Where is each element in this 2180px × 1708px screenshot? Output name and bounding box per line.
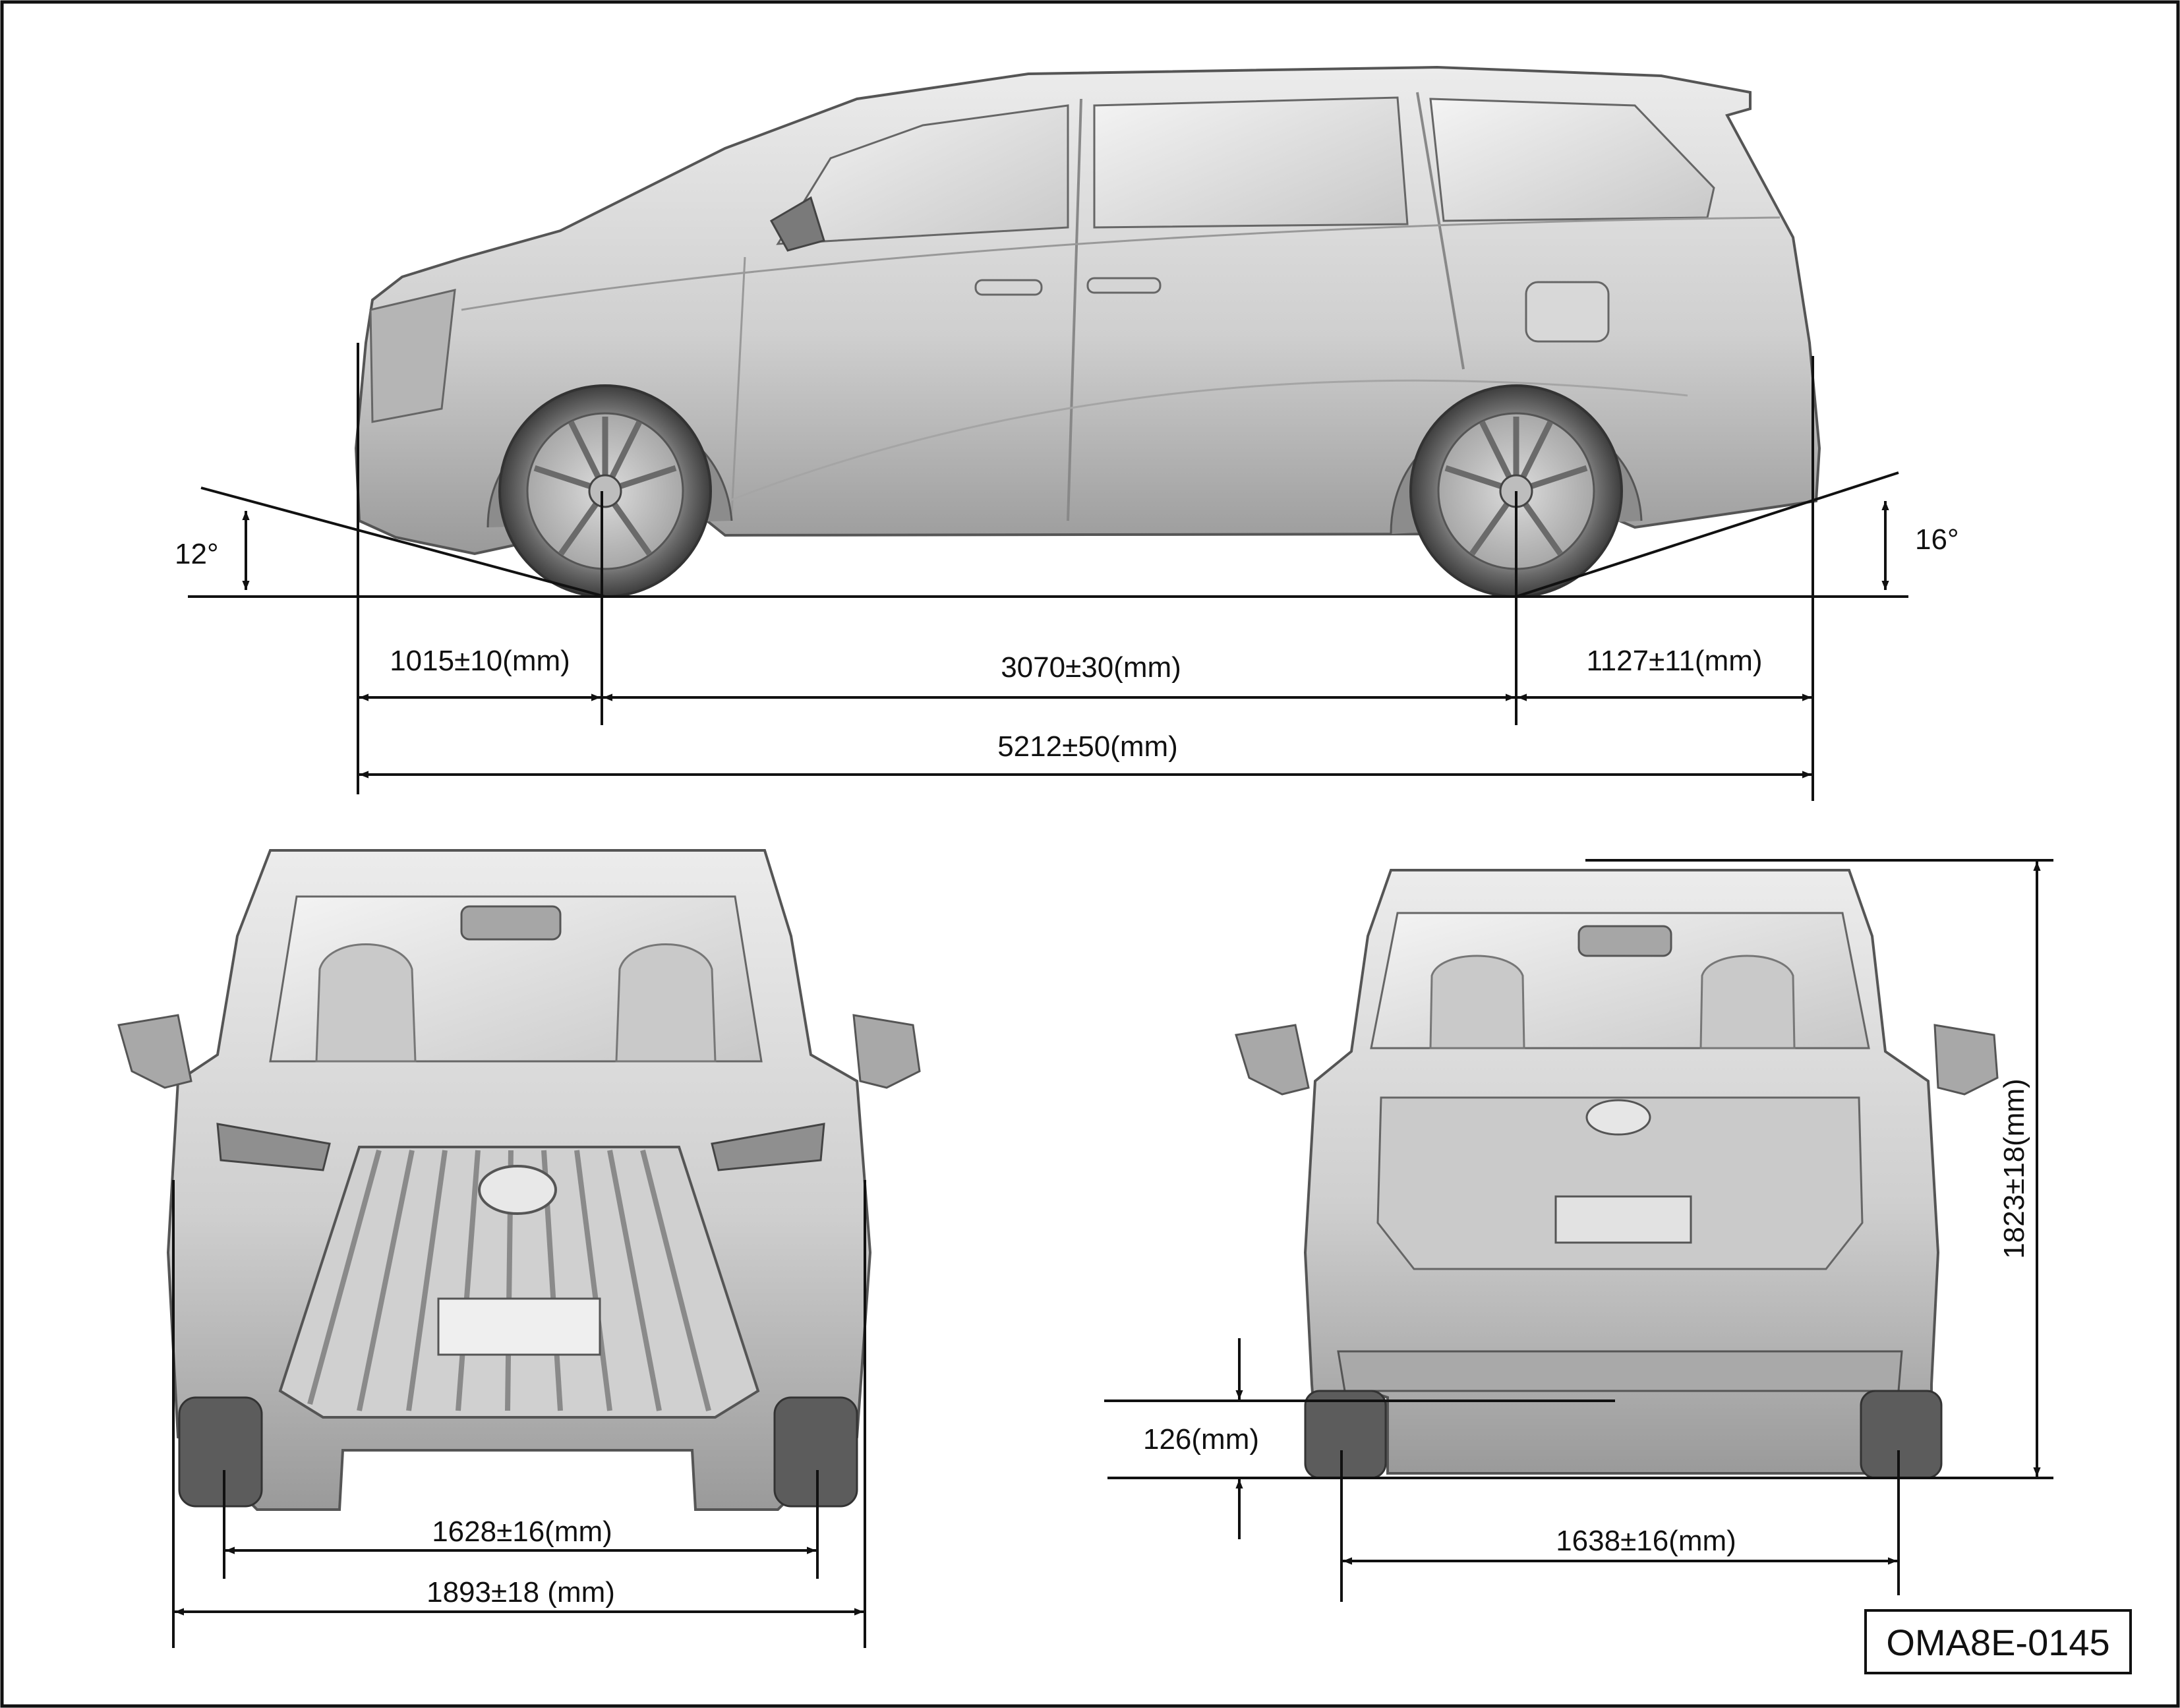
- side-b-pillar: [1067, 98, 1082, 521]
- rear-mirror-right: [1933, 1024, 1999, 1096]
- front-logo-badge: [478, 1165, 557, 1215]
- ground-clearance-label: 126(mm): [1143, 1423, 1259, 1456]
- side-headlight: [369, 289, 456, 423]
- rear-logo-badge: [1585, 1099, 1651, 1136]
- rear-seat-left: [1429, 955, 1525, 1049]
- overall-length-label: 5212±50(mm): [997, 730, 1178, 763]
- rear-tailgate: [1376, 1096, 1864, 1270]
- figure-code-box: OMA8E-0145: [1864, 1609, 2132, 1674]
- side-beltline: [461, 216, 1781, 311]
- overall-height-label: 1823±18(mm): [1998, 1078, 2030, 1259]
- rear-rearview-mirror: [1577, 925, 1672, 957]
- front-tire-left: [178, 1396, 263, 1508]
- front-rearview-mirror: [460, 905, 562, 941]
- rear-track-label: 1638±16(mm): [1556, 1525, 1736, 1557]
- side-fuel-door: [1525, 281, 1610, 343]
- side-front-wheel: [498, 384, 712, 598]
- side-c-pillar: [1416, 92, 1465, 370]
- front-headlight-right: [711, 1123, 825, 1171]
- rear-tire-right: [1860, 1390, 1943, 1479]
- approach-angle-line: [200, 486, 606, 598]
- front-track-label: 1628±16(mm): [432, 1516, 612, 1548]
- front-mirror-right: [852, 1014, 921, 1089]
- side-mirror: [769, 196, 825, 252]
- figure-code: OMA8E-0145: [1886, 1622, 2109, 1663]
- side-door-handle-slider: [1086, 277, 1162, 294]
- rear-seat-right: [1699, 955, 1796, 1049]
- departure-angle-line: [1516, 471, 1899, 598]
- rear-overhang-label: 1127±11(mm): [1586, 645, 1762, 677]
- rear-license-plate-area: [1554, 1195, 1692, 1244]
- side-view: 12° 16° 1015±10(mm) 3070±30(mm) 1127±11(…: [175, 65, 1959, 801]
- rear-tire-left: [1304, 1390, 1387, 1479]
- side-door-seam: [730, 256, 746, 515]
- side-front-window: [776, 104, 1069, 245]
- departure-angle-label: 16°: [1915, 523, 1959, 556]
- front-seat-right: [615, 943, 717, 1063]
- front-mirror-left: [117, 1014, 192, 1089]
- front-grille-bars: [307, 1149, 711, 1411]
- front-tire-right: [773, 1396, 858, 1508]
- front-overhang-label: 1015±10(mm): [390, 645, 570, 677]
- side-door-handle-front: [974, 279, 1043, 296]
- side-body-crease: [711, 379, 1688, 509]
- front-seat-left: [315, 943, 417, 1063]
- rear-bumper: [1337, 1350, 1903, 1392]
- overall-width-label: 1893±18 (mm): [427, 1576, 615, 1608]
- rear-view: 1823±18(mm) 126(mm) 1638±16(mm): [1104, 859, 2053, 1602]
- front-headlight-left: [216, 1123, 331, 1171]
- side-rear-window: [1429, 98, 1715, 222]
- side-middle-window: [1093, 96, 1409, 229]
- rear-mirror-left: [1235, 1024, 1310, 1096]
- approach-angle-label: 12°: [175, 538, 219, 570]
- front-license-plate: [437, 1297, 601, 1356]
- wheelbase-label: 3070±30(mm): [1001, 651, 1181, 684]
- front-view: 1628±16(mm) 1893±18 (mm): [117, 849, 921, 1648]
